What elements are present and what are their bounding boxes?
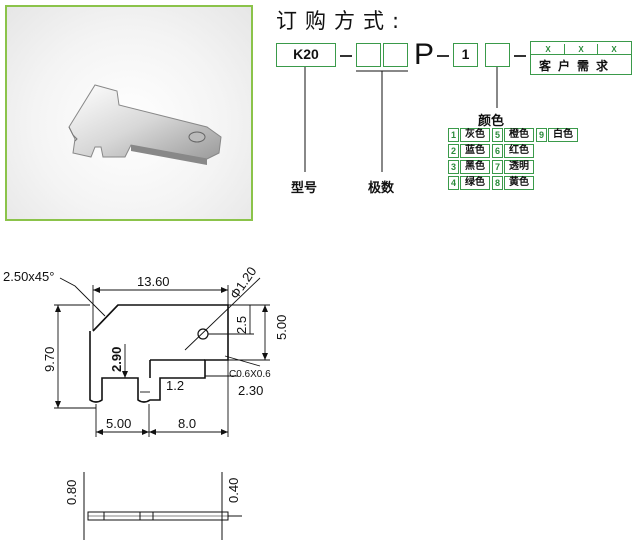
order-connectors bbox=[304, 67, 498, 172]
dim-corner: C0.6X0.6 bbox=[229, 369, 271, 380]
leader-corner bbox=[224, 355, 261, 367]
separator-dash bbox=[514, 55, 526, 57]
arrowheads bbox=[55, 287, 268, 435]
color-num: 3 bbox=[448, 160, 459, 174]
dim-right-offset: 2.30 bbox=[238, 383, 263, 398]
model-label: 型号 bbox=[291, 181, 318, 196]
digit-box: 1 bbox=[453, 43, 478, 67]
product-photo bbox=[5, 5, 253, 221]
model-code-box: K20 bbox=[276, 43, 336, 67]
custom-mark: X bbox=[611, 45, 617, 54]
color-name: 灰色 bbox=[460, 128, 490, 142]
dim-thickness-1: 0.80 bbox=[64, 480, 79, 505]
p-letter: P bbox=[414, 38, 435, 71]
dim-thickness-2: 0.40 bbox=[226, 478, 241, 503]
dim-left-width: 5.00 bbox=[106, 416, 131, 431]
custom-mark: X bbox=[532, 44, 565, 55]
color-num: 8 bbox=[492, 176, 503, 190]
pole-box-1 bbox=[356, 43, 381, 67]
color-num: 2 bbox=[448, 144, 459, 158]
leader-chamfer bbox=[59, 277, 106, 317]
side-view bbox=[83, 472, 242, 540]
terminal-photo-illustration bbox=[68, 84, 222, 165]
color-num: 7 bbox=[492, 160, 503, 174]
order-title: 订购方式: bbox=[276, 9, 408, 33]
color-num: 5 bbox=[492, 128, 503, 142]
color-name: 黑色 bbox=[460, 160, 490, 174]
terminal-outline bbox=[89, 304, 229, 403]
separator-dash bbox=[437, 55, 449, 57]
custom-mark: X bbox=[565, 44, 598, 55]
color-name: 黄色 bbox=[504, 176, 534, 190]
dim-right-width: 8.0 bbox=[178, 416, 196, 431]
color-name: 白色 bbox=[548, 128, 578, 142]
color-name: 透明 bbox=[504, 160, 534, 174]
separator-dash bbox=[340, 55, 352, 57]
color-num: 1 bbox=[448, 128, 459, 142]
color-num: 9 bbox=[536, 128, 547, 142]
mounting-hole bbox=[197, 328, 209, 340]
chamfer-edge bbox=[92, 304, 119, 332]
color-name: 绿色 bbox=[460, 176, 490, 190]
terminal-profile bbox=[89, 304, 229, 403]
pole-box-2 bbox=[383, 43, 408, 67]
color-box bbox=[485, 43, 510, 67]
dim-width: 13.60 bbox=[137, 274, 170, 289]
color-num: 4 bbox=[448, 176, 459, 190]
color-name: 红色 bbox=[504, 144, 534, 158]
poles-label: 极数 bbox=[368, 181, 395, 196]
dim-gap: 1.2 bbox=[166, 378, 184, 393]
dim-chamfer: 2.50x45° bbox=[3, 269, 54, 284]
dim-height: 9.70 bbox=[42, 347, 57, 372]
color-title: 颜色 bbox=[478, 114, 505, 129]
color-name: 橙色 bbox=[504, 128, 534, 142]
color-name: 蓝色 bbox=[460, 144, 490, 158]
dimension-lines bbox=[54, 277, 270, 437]
custom-label: 客户需求 bbox=[539, 59, 616, 73]
dim-small-height: 2.5 bbox=[234, 316, 249, 334]
leader-hole bbox=[184, 277, 261, 351]
dim-right-height: 5.00 bbox=[274, 315, 289, 340]
dim-slot: 2.90 bbox=[109, 347, 124, 372]
color-num: 6 bbox=[492, 144, 503, 158]
